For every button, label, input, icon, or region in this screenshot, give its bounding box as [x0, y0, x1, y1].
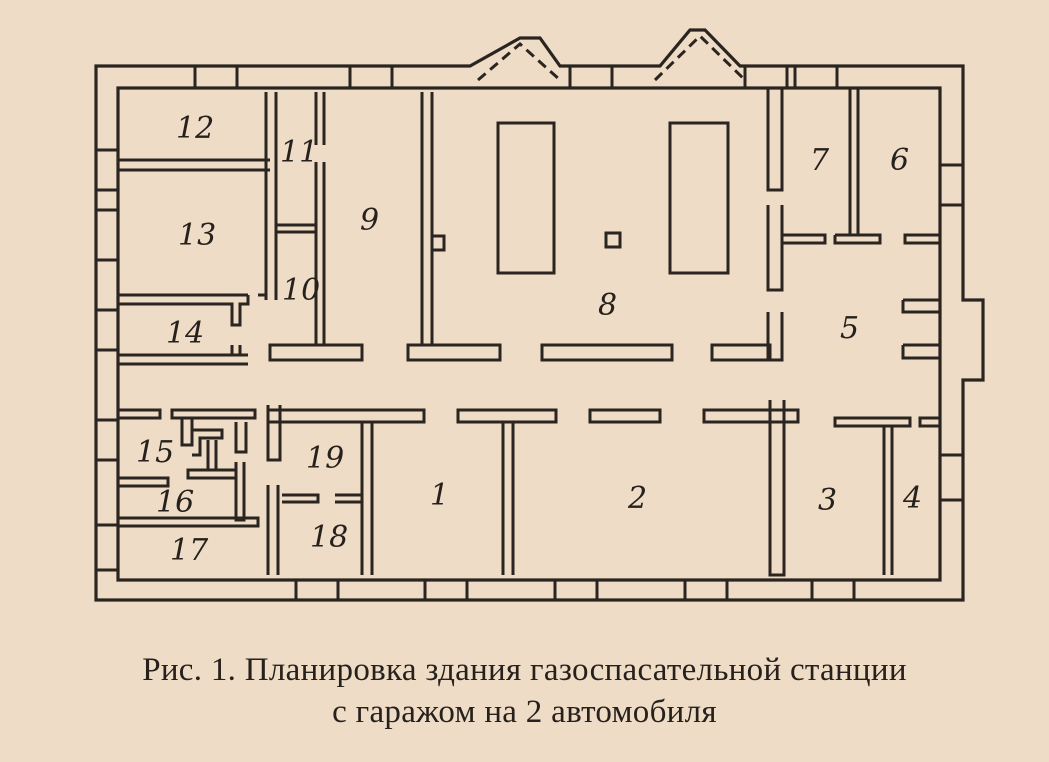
room-number: 16 [156, 485, 194, 520]
figure-caption-line1: Рис. 1. Планировка здания газоспасательн… [142, 652, 907, 688]
outer-walls [94, 28, 985, 602]
room-number: 19 [306, 441, 344, 476]
room-number: 17 [170, 533, 209, 568]
room-number: 10 [282, 273, 320, 308]
floor-plan: 1 2 3 4 5 6 7 8 9 10 11 12 13 14 15 16 1… [94, 28, 985, 602]
room-number: 12 [176, 111, 214, 146]
windows [94, 64, 965, 602]
room-number: 8 [598, 288, 617, 323]
room-number: 9 [360, 203, 379, 238]
room-number: 5 [840, 311, 859, 346]
room-number: 4 [902, 481, 922, 516]
room-number: 11 [280, 135, 318, 170]
room-number: 18 [310, 520, 348, 555]
room-number: 13 [178, 218, 216, 253]
room-number: 6 [890, 143, 909, 178]
room-number: 3 [818, 483, 837, 518]
room-number: 2 [627, 481, 647, 516]
room-number: 1 [430, 478, 449, 513]
room-numbers: 1 2 3 4 5 6 7 8 9 10 11 12 13 14 15 16 1… [136, 111, 922, 568]
room-number: 7 [810, 143, 830, 178]
figure-caption-line2: с гаражом на 2 автомобиля [332, 694, 717, 730]
room-number: 15 [136, 435, 174, 470]
partitions [118, 88, 942, 577]
room-number: 14 [166, 316, 204, 351]
